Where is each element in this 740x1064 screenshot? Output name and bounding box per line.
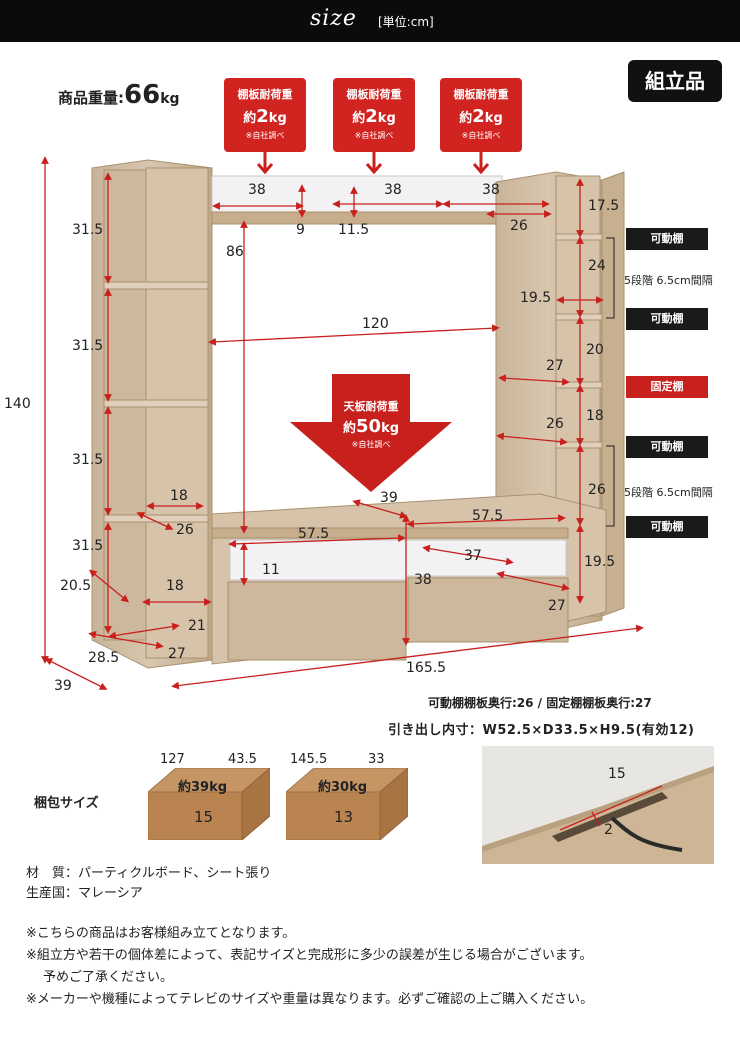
dim-inner-width: 120 [362, 316, 389, 332]
box2-height: 13 [334, 808, 354, 826]
dim-right-r2: 24 [588, 258, 606, 274]
spec-origin: 生産国：マレーシア [26, 886, 143, 901]
box2-width: 145.5 [290, 752, 328, 767]
load-box-value: 約2kg [459, 106, 503, 127]
tag-movable-1: 可動棚 [626, 228, 708, 250]
box1-weight: 約39kg [178, 780, 228, 795]
note-assembly: ※こちらの商品はお客様組み立てとなります。 [26, 926, 296, 941]
furniture-diagram [41, 152, 644, 690]
load-box-value: 約2kg [352, 106, 396, 127]
dim-base-w1: 57.5 [298, 526, 330, 542]
dim-left-s2: 31.5 [72, 338, 104, 354]
box2-weight: 約30kg [318, 780, 368, 795]
dim-left-d1: 26 [176, 522, 194, 538]
dim-left-bw: 28.5 [88, 650, 120, 666]
dim-left-d2: 21 [188, 618, 206, 634]
dim-height: 140 [4, 396, 31, 412]
dim-bridge-w2: 38 [384, 182, 402, 198]
header-bar: size [単位:cm] [0, 0, 740, 42]
dim-right-r4: 20 [586, 342, 604, 358]
tag-fixed: 固定棚 [626, 376, 708, 398]
note-tolerance: ※組立方や若干の個体差によって、表記サイズと完成形に多少の誤差が生じる場合がござ… [26, 948, 593, 963]
load-box-note: ※自社調べ [461, 131, 501, 140]
shelf-depth-note: 可動棚棚板奥行:26 / 固定棚棚板奥行:27 [428, 696, 652, 710]
unit-label: [単位:cm] [378, 15, 434, 29]
load-box-title: 棚板耐荷重 [237, 88, 293, 101]
dim-base-h1: 11 [262, 562, 280, 578]
package-box-2 [286, 768, 408, 840]
dim-right-d1: 27 [546, 358, 564, 374]
dim-width: 165.5 [406, 660, 447, 676]
top-load-arrow [290, 374, 452, 492]
spec-material: 材 質：パーティクルボード、シート張り [26, 866, 272, 881]
load-box-note: ※自社調べ [245, 131, 285, 140]
packing-label: 梱包サイズ [34, 796, 99, 811]
load-arrows [256, 152, 490, 175]
weight-unit: kg [160, 91, 180, 107]
note-tv-size: ※メーカーや機種によってテレビのサイズや重量は異なります。必ずご確認の上ご購入く… [26, 992, 594, 1007]
assembly-badge: 組立品 [628, 60, 722, 102]
dim-left-s1: 31.5 [72, 222, 104, 238]
tag-movable-4: 可動棚 [626, 516, 708, 538]
tag-movable-2: 可動棚 [626, 308, 708, 330]
dim-bridge-h2: 11.5 [338, 222, 370, 238]
box1-width: 127 [160, 752, 185, 767]
dim-right-r3: 19.5 [520, 290, 552, 306]
dim-right-d3: 27 [548, 598, 566, 614]
load-box-3: 棚板耐荷重 約2kg ※自社調べ [440, 78, 522, 152]
dim-bridge-d: 26 [510, 218, 528, 234]
dim-bridge-h: 9 [296, 222, 305, 238]
load-box-value: 約2kg [243, 106, 287, 127]
left-tower [91, 159, 213, 669]
weight-label: 商品重量: [58, 89, 124, 107]
dim-left-w1: 18 [170, 488, 188, 504]
dimension-lines [41, 156, 644, 690]
dim-base-d: 39 [380, 490, 398, 506]
dim-base-h2: 38 [414, 572, 432, 588]
product-weight: 商品重量:66kg [58, 80, 180, 110]
load-box-title: 棚板耐荷重 [453, 88, 509, 101]
dim-right-r1: 17.5 [588, 198, 620, 214]
cable-hole-photo [482, 746, 714, 864]
package-box-1 [148, 768, 270, 840]
box2-depth: 33 [368, 752, 385, 767]
photo-hole-width: 15 [608, 766, 626, 782]
dim-left-s4: 31.5 [72, 538, 104, 554]
note-acknowledge: 予めご了承ください。 [43, 970, 174, 985]
box1-height: 15 [194, 808, 214, 826]
weight-value: 66 [124, 80, 161, 110]
dim-left-s3: 31.5 [72, 452, 104, 468]
tv-base [211, 493, 607, 665]
step-note-1: 5段階 6.5cm間隔 [624, 274, 713, 287]
dim-gap-height: 86 [226, 244, 244, 260]
load-box-2: 棚板耐荷重 約2kg ※自社調べ [333, 78, 415, 152]
drawer-inner-note: 引き出し内寸：W52.5×D33.5×H9.5(有効12) [388, 723, 695, 738]
dim-left-w2: 18 [166, 578, 184, 594]
load-box-note: ※自社調べ [354, 131, 394, 140]
bracket-lines [606, 237, 615, 527]
dim-right-d2: 26 [546, 416, 564, 432]
dim-left-base: 20.5 [60, 578, 92, 594]
size-title: size [310, 6, 357, 31]
top-load-text: 天板耐荷重 約50kg ※自社調べ [342, 400, 400, 449]
dim-base-d2: 37 [464, 548, 482, 564]
box1-depth: 43.5 [228, 752, 257, 767]
photo-hole-depth: 2 [604, 822, 613, 838]
dim-right-r6: 26 [588, 482, 606, 498]
dim-left-bd: 27 [168, 646, 186, 662]
step-note-2: 5段階 6.5cm間隔 [624, 486, 713, 499]
dim-bridge-w3: 38 [482, 182, 500, 198]
load-box-1: 棚板耐荷重 約2kg ※自社調べ [224, 78, 306, 152]
dim-depth: 39 [54, 678, 72, 694]
dim-base-w2: 57.5 [472, 508, 504, 524]
tag-movable-3: 可動棚 [626, 436, 708, 458]
dim-bridge-w1: 38 [248, 182, 266, 198]
load-box-title: 棚板耐荷重 [346, 88, 402, 101]
dim-right-r5: 18 [586, 408, 604, 424]
dim-right-r7: 19.5 [584, 554, 616, 570]
